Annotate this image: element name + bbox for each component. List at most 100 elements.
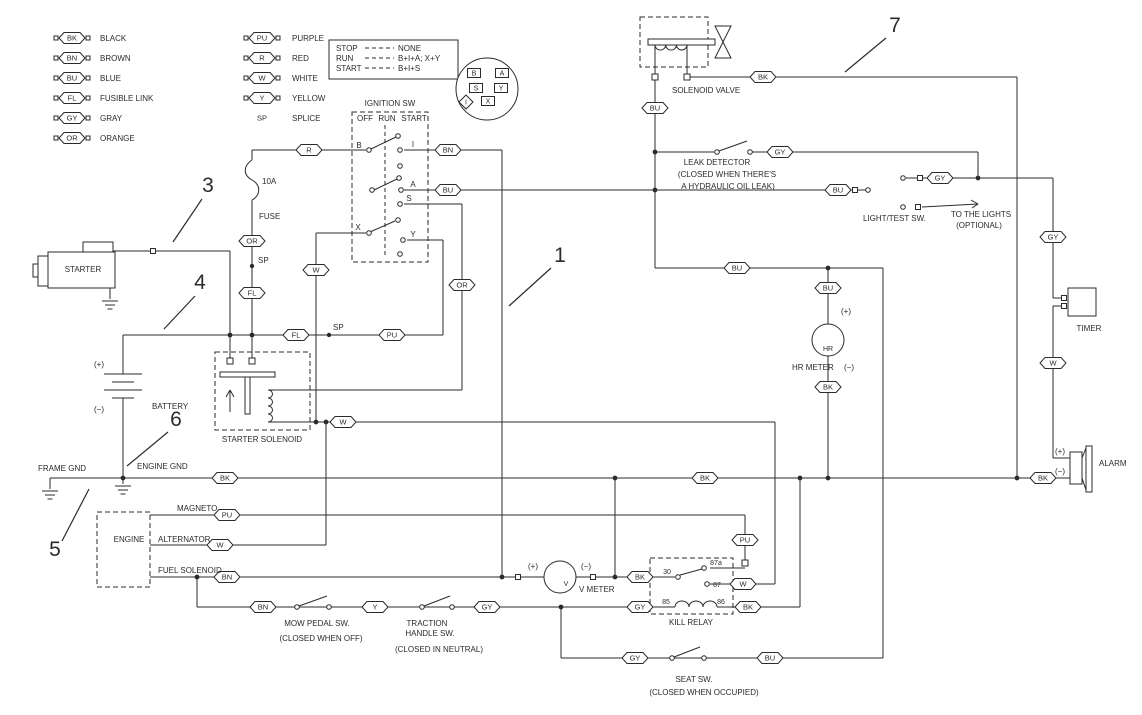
junction-dot bbox=[1014, 475, 1020, 481]
component-label: KILL RELAY bbox=[669, 618, 714, 627]
wire-color-pill bbox=[1039, 231, 1067, 243]
junction-dot bbox=[323, 419, 329, 425]
legend-pill bbox=[58, 92, 86, 104]
legend-label: WHITE bbox=[292, 74, 318, 83]
stud-terminal-square bbox=[683, 73, 691, 81]
splice-dot bbox=[326, 332, 332, 338]
component-label: (−) bbox=[1055, 467, 1065, 476]
component-label: LIGHT/TEST SW. bbox=[863, 214, 926, 223]
meter-circle bbox=[811, 323, 845, 357]
wire-color-code: BK bbox=[635, 573, 645, 582]
junction-dot bbox=[797, 475, 803, 481]
switch-contact bbox=[701, 565, 707, 571]
switch-contact bbox=[366, 147, 372, 153]
wire-color-code: W bbox=[216, 541, 224, 550]
component-rect bbox=[1067, 287, 1097, 317]
stud-terminal-square bbox=[248, 357, 256, 365]
wire-color-pill bbox=[814, 381, 842, 393]
wire-color-pill bbox=[302, 264, 330, 276]
wire-color-pill bbox=[731, 534, 759, 546]
logic-terminals: B+I+A; X+Y bbox=[398, 54, 441, 63]
stud-terminal-square bbox=[226, 357, 234, 365]
component-rect bbox=[647, 38, 716, 46]
wire-color-pill bbox=[626, 571, 654, 583]
junction-dot bbox=[652, 187, 658, 193]
legend-end-square bbox=[243, 35, 249, 41]
terminal-square bbox=[1061, 303, 1067, 309]
logic-terminals: B+I+S bbox=[398, 64, 420, 73]
switch-arm bbox=[673, 646, 701, 658]
component-label: I bbox=[412, 140, 414, 149]
component-label: SP bbox=[258, 256, 269, 265]
wire-color-pill bbox=[756, 652, 784, 664]
wire-color-pill bbox=[723, 262, 751, 274]
wire-color-code: W bbox=[739, 580, 747, 589]
component-label: 30 bbox=[663, 569, 671, 576]
wire-color-pill bbox=[249, 601, 277, 613]
junction-dot bbox=[227, 332, 233, 338]
component-label: (CLOSED WHEN OFF) bbox=[279, 634, 362, 643]
terminals-layer bbox=[120, 73, 1067, 661]
component-label: (+) bbox=[841, 307, 851, 316]
legend-pill bbox=[58, 112, 86, 124]
connector-pad bbox=[495, 68, 509, 78]
wire-color-code: GY bbox=[635, 603, 646, 612]
wire-color-code: W bbox=[312, 266, 320, 275]
wire-color-code: PU bbox=[387, 331, 397, 340]
meter-circle bbox=[543, 560, 577, 594]
terminal-square bbox=[590, 574, 596, 580]
legend-end-square bbox=[275, 95, 281, 101]
switch-contact bbox=[669, 655, 675, 661]
legend-end-square bbox=[243, 55, 249, 61]
component-label: ALARM bbox=[1099, 459, 1127, 468]
component-label: OFF bbox=[357, 114, 373, 123]
component-label: (CLOSED IN NEUTRAL) bbox=[395, 645, 483, 654]
wire-color-pill bbox=[926, 172, 954, 184]
switch-contact bbox=[900, 204, 906, 210]
component-label: FUEL SOLENOID bbox=[158, 566, 222, 575]
component-label: 87 bbox=[713, 582, 721, 589]
wire-color-pill bbox=[1029, 472, 1057, 484]
component-label: MOW PEDAL SW. bbox=[284, 619, 350, 628]
terminal-square bbox=[150, 248, 156, 254]
callout-leader-line bbox=[61, 488, 90, 542]
component-label: STARTER SOLENOID bbox=[222, 435, 302, 444]
wire-color-pill bbox=[329, 416, 357, 428]
legend-end-square bbox=[53, 135, 59, 141]
wire-color-pill bbox=[434, 184, 462, 196]
junction-dot bbox=[612, 475, 618, 481]
legend-label: YELLOW bbox=[292, 94, 326, 103]
logic-position: START bbox=[336, 64, 362, 73]
switch-contact bbox=[419, 604, 425, 610]
legend-code: OR bbox=[66, 134, 78, 143]
legend-code: SP bbox=[257, 114, 267, 123]
legend-pill bbox=[58, 32, 86, 44]
legend-end-square bbox=[85, 135, 91, 141]
switch-arm bbox=[679, 568, 703, 576]
coil-or-fuse-path bbox=[654, 44, 688, 51]
wire bbox=[971, 203, 979, 209]
wire-color-code: Y bbox=[372, 603, 377, 612]
wire-color-pill bbox=[213, 509, 241, 521]
component-label: A HYDRAULIC OIL LEAK) bbox=[681, 182, 775, 191]
component-polygon bbox=[714, 25, 732, 44]
wire-color-pill bbox=[206, 539, 234, 551]
legend-label: RED bbox=[292, 54, 309, 63]
wire-color-pill bbox=[448, 279, 476, 291]
splice-dot bbox=[249, 263, 255, 269]
terminal-square bbox=[915, 204, 921, 210]
switch-arm bbox=[298, 595, 328, 607]
component-label: 86 bbox=[717, 599, 725, 606]
wire-color-code: OR bbox=[456, 281, 468, 290]
wire-color-pill bbox=[766, 146, 794, 158]
wire-color-pill bbox=[361, 601, 389, 613]
callout-number: 7 bbox=[889, 14, 901, 37]
component-label: Y bbox=[410, 230, 416, 239]
callout-number: 1 bbox=[554, 244, 566, 267]
coil-or-fuse-path bbox=[244, 159, 260, 201]
legend-end-square bbox=[53, 55, 59, 61]
component-label: 10A bbox=[262, 177, 277, 186]
